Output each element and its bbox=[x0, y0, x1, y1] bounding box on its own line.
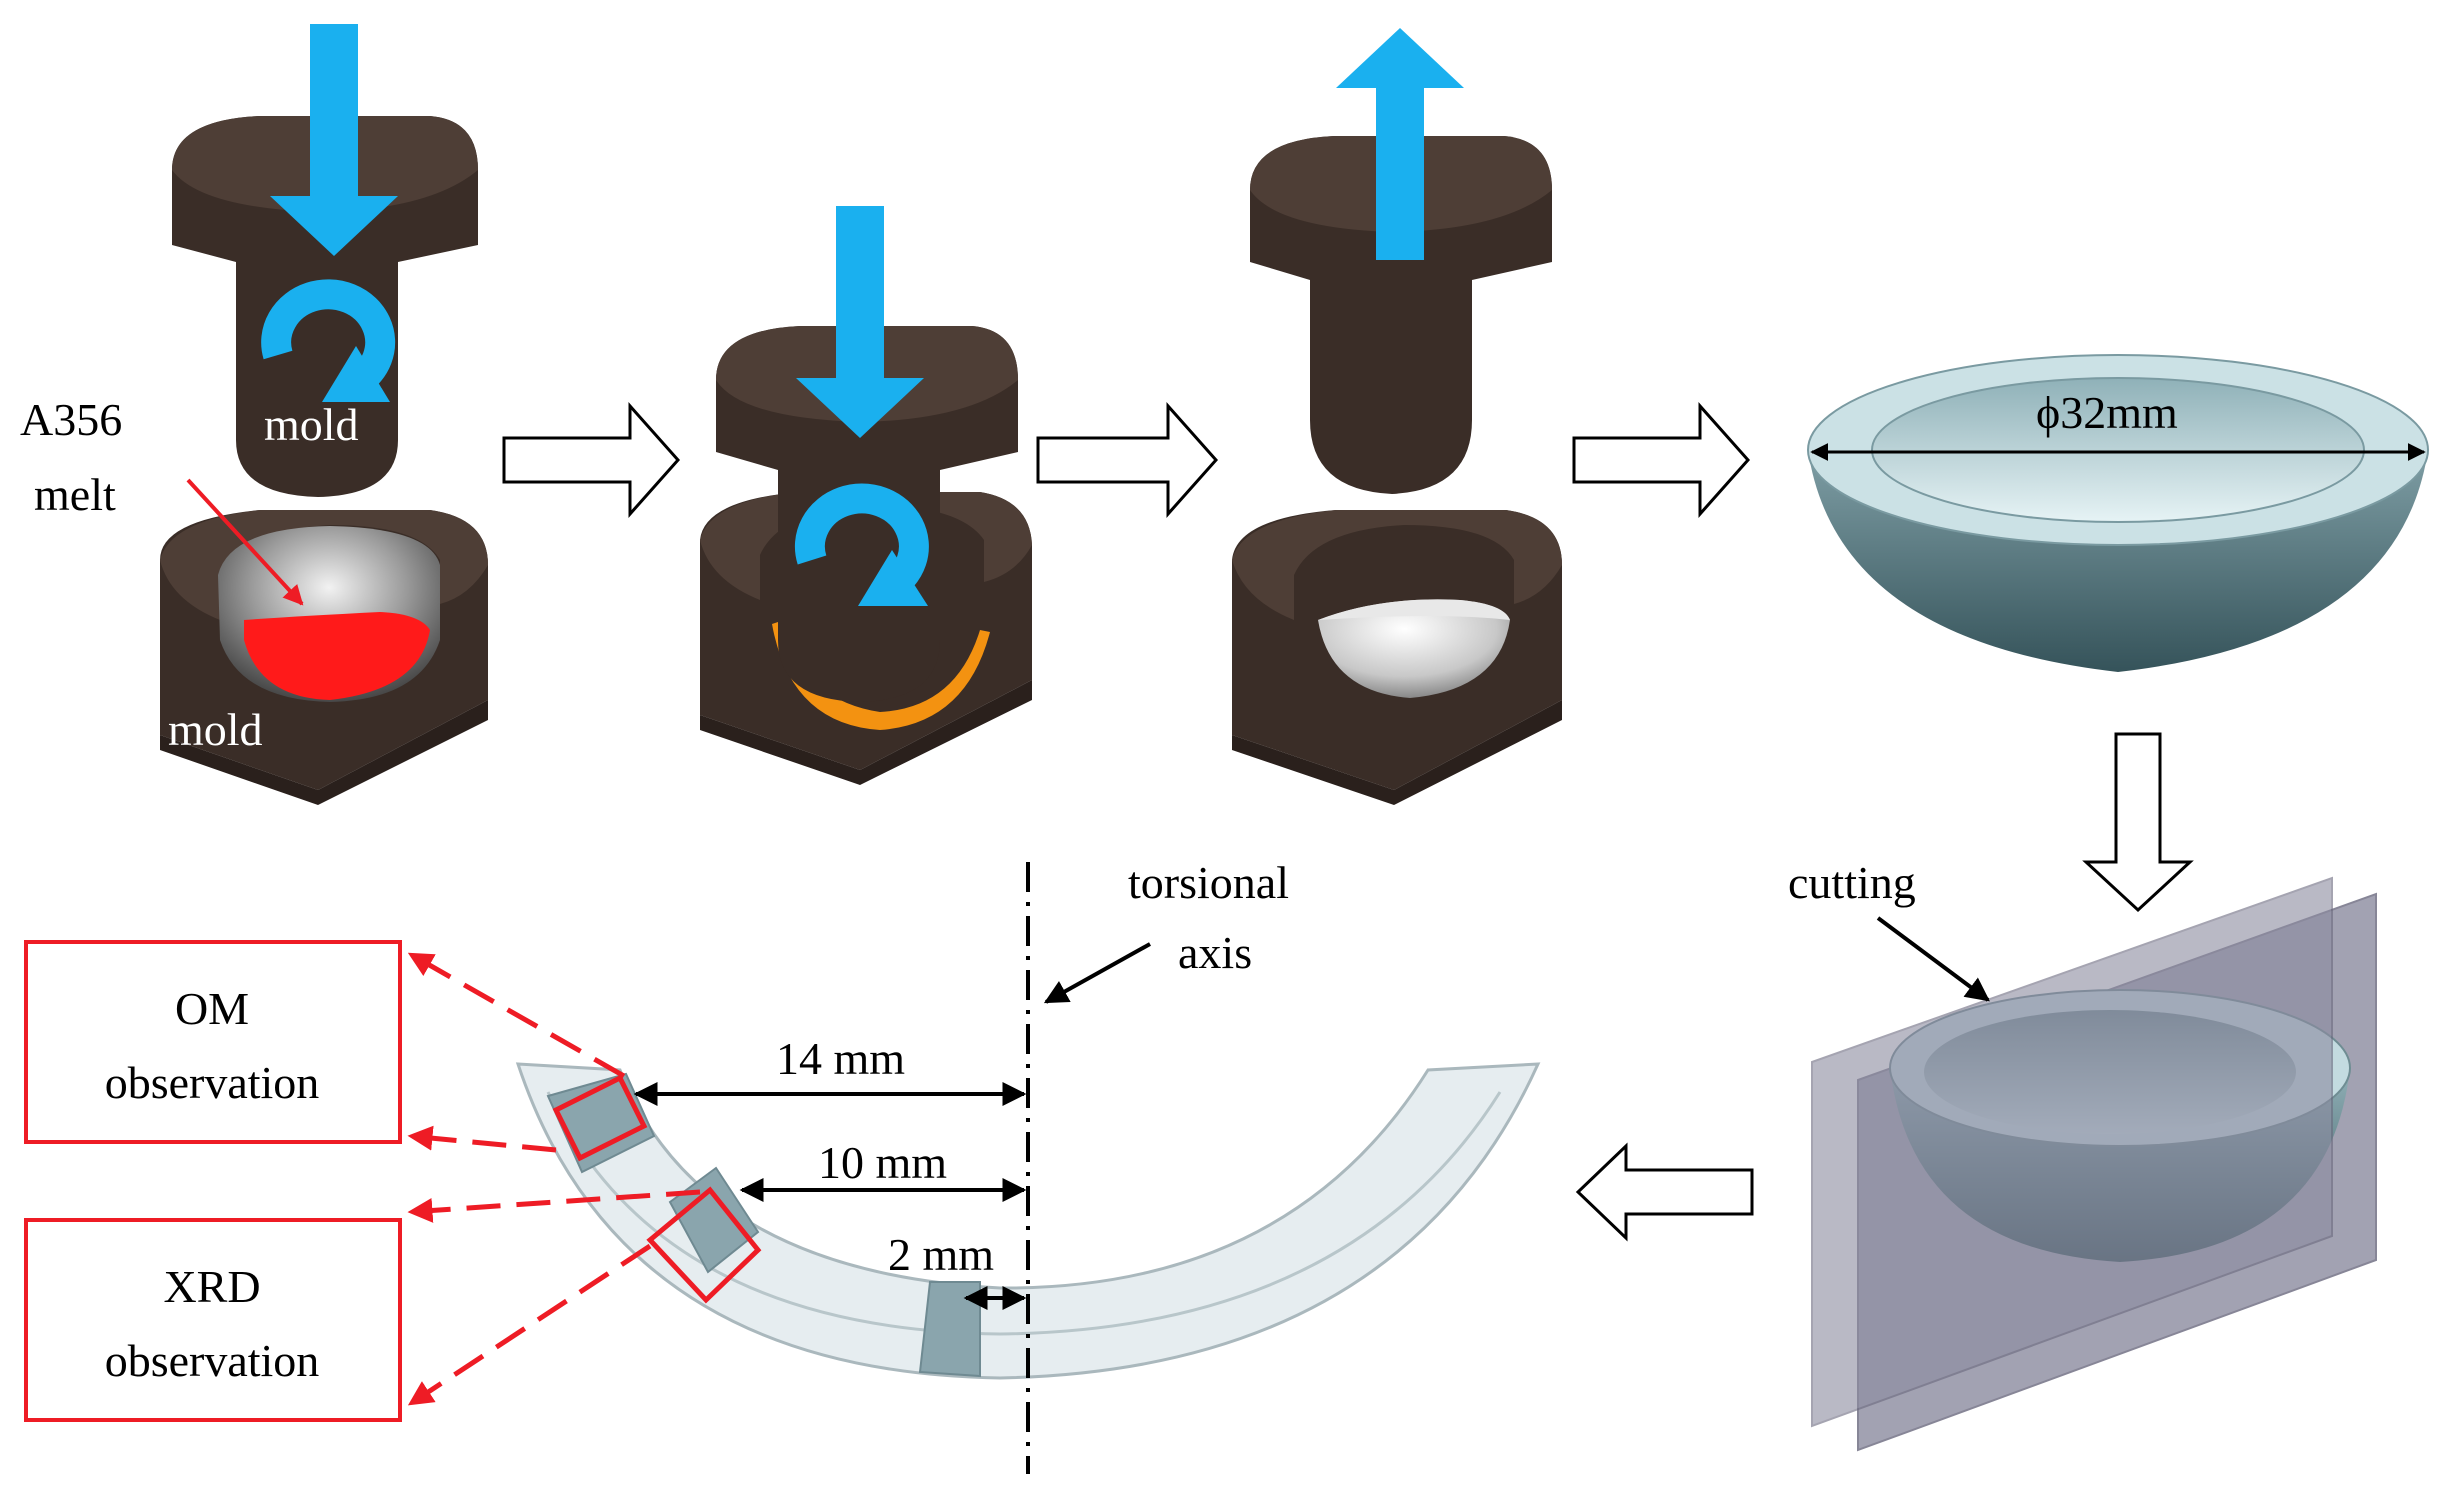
melt-label-line2: melt bbox=[34, 469, 116, 520]
mold-label-bottom: mold bbox=[168, 704, 263, 755]
axis-label-line1: torsional bbox=[1128, 857, 1289, 908]
press-down-arrow-2-icon bbox=[796, 206, 924, 438]
press-down-arrow-icon bbox=[270, 24, 398, 256]
xrd-observation-box bbox=[24, 1218, 402, 1422]
om-marker bbox=[552, 1074, 648, 1162]
process-arrow-2-icon bbox=[1036, 402, 1219, 518]
om-observation-box bbox=[24, 940, 402, 1144]
cut-plane-front bbox=[1811, 876, 2333, 1428]
melt-pointer bbox=[186, 478, 304, 606]
rotation-icon bbox=[261, 279, 396, 402]
deforming-melt bbox=[772, 620, 990, 730]
om-leader-top bbox=[407, 951, 626, 1079]
cutting-label: cutting bbox=[1788, 857, 1916, 908]
dim-10-label: 10 mm bbox=[818, 1137, 947, 1188]
om-label-line2: observation bbox=[105, 1057, 320, 1108]
om-leader-bottom bbox=[407, 1125, 557, 1153]
dim-14-label: 14 mm bbox=[776, 1033, 905, 1084]
xrd-marker bbox=[646, 1186, 762, 1304]
process-arrow-1-icon bbox=[502, 402, 681, 518]
diameter-label: ϕ32mm bbox=[2036, 387, 2178, 438]
xrd-label-line2: observation bbox=[105, 1335, 320, 1386]
xrd-label-line1: XRD bbox=[163, 1261, 260, 1312]
melt-label-line1: A356 bbox=[20, 394, 122, 445]
hemisphere-product: ϕ32mm bbox=[1807, 354, 2429, 672]
melt-pool bbox=[244, 612, 430, 700]
shell-rim bbox=[1318, 599, 1510, 620]
xrd-leader-bottom bbox=[407, 1243, 652, 1407]
rotation-2-icon bbox=[794, 483, 929, 606]
cutting-stage: cutting bbox=[1788, 857, 2377, 1452]
process-arrow-4-icon bbox=[2082, 732, 2194, 913]
axis-label-line2: axis bbox=[1178, 927, 1252, 978]
lift-up-arrow-icon bbox=[1336, 28, 1464, 260]
process-arrow-5-icon bbox=[1575, 1142, 1754, 1242]
cutting-pointer bbox=[1876, 916, 1990, 1002]
process-arrow-3-icon bbox=[1572, 402, 1751, 518]
dim-2-label: 2 mm bbox=[888, 1229, 994, 1280]
specimen-section: torsional axis 14 mm 10 mm 2 mm OM obser… bbox=[24, 857, 1541, 1474]
specimen-strip bbox=[515, 1062, 1541, 1380]
stage-1-pouring: mold mold A356 melt bbox=[20, 24, 488, 805]
stage-3-release bbox=[1232, 28, 1562, 805]
mold-label-top: mold bbox=[264, 399, 359, 450]
om-label-line1: OM bbox=[175, 983, 249, 1034]
axis-pointer bbox=[1043, 942, 1151, 1004]
stage-2-forming bbox=[700, 206, 1032, 785]
formed-shell bbox=[1318, 599, 1510, 698]
